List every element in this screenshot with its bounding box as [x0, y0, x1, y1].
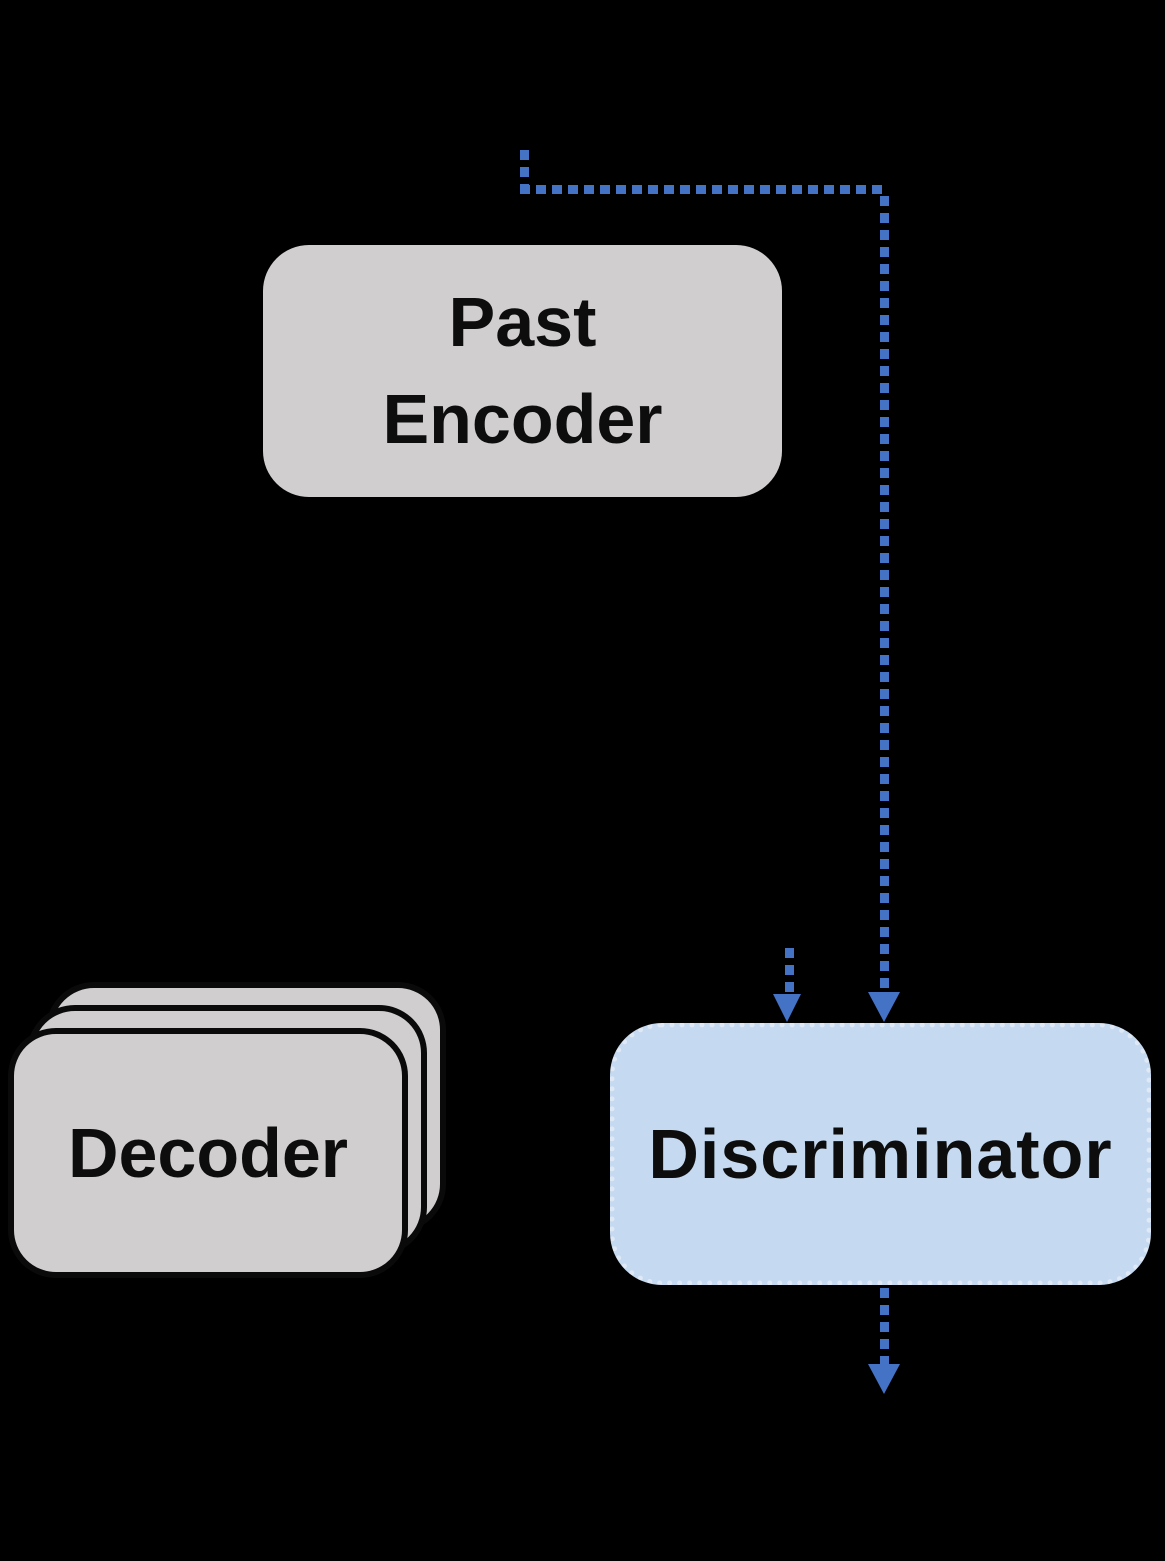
discriminator-box: Discriminator — [610, 1023, 1151, 1285]
decoder-label: Decoder — [67, 1113, 349, 1192]
past-encoder-box: Past Encoder — [263, 245, 782, 497]
connector-discriminator-input-stub — [785, 948, 794, 996]
connector-horizontal-trunk — [520, 185, 886, 194]
discriminator-label: Discriminator — [648, 1114, 1113, 1193]
connector-top-stub — [520, 150, 529, 190]
past-encoder-label: Past Encoder — [382, 283, 663, 458]
arrowhead-down-icon — [868, 992, 900, 1022]
arrowhead-down-icon — [868, 1364, 900, 1394]
arrowhead-down-icon — [773, 994, 801, 1022]
decoder-card-front: Decoder — [8, 1028, 408, 1278]
connector-vertical-trunk — [880, 196, 889, 992]
connector-discriminator-output — [880, 1288, 889, 1366]
